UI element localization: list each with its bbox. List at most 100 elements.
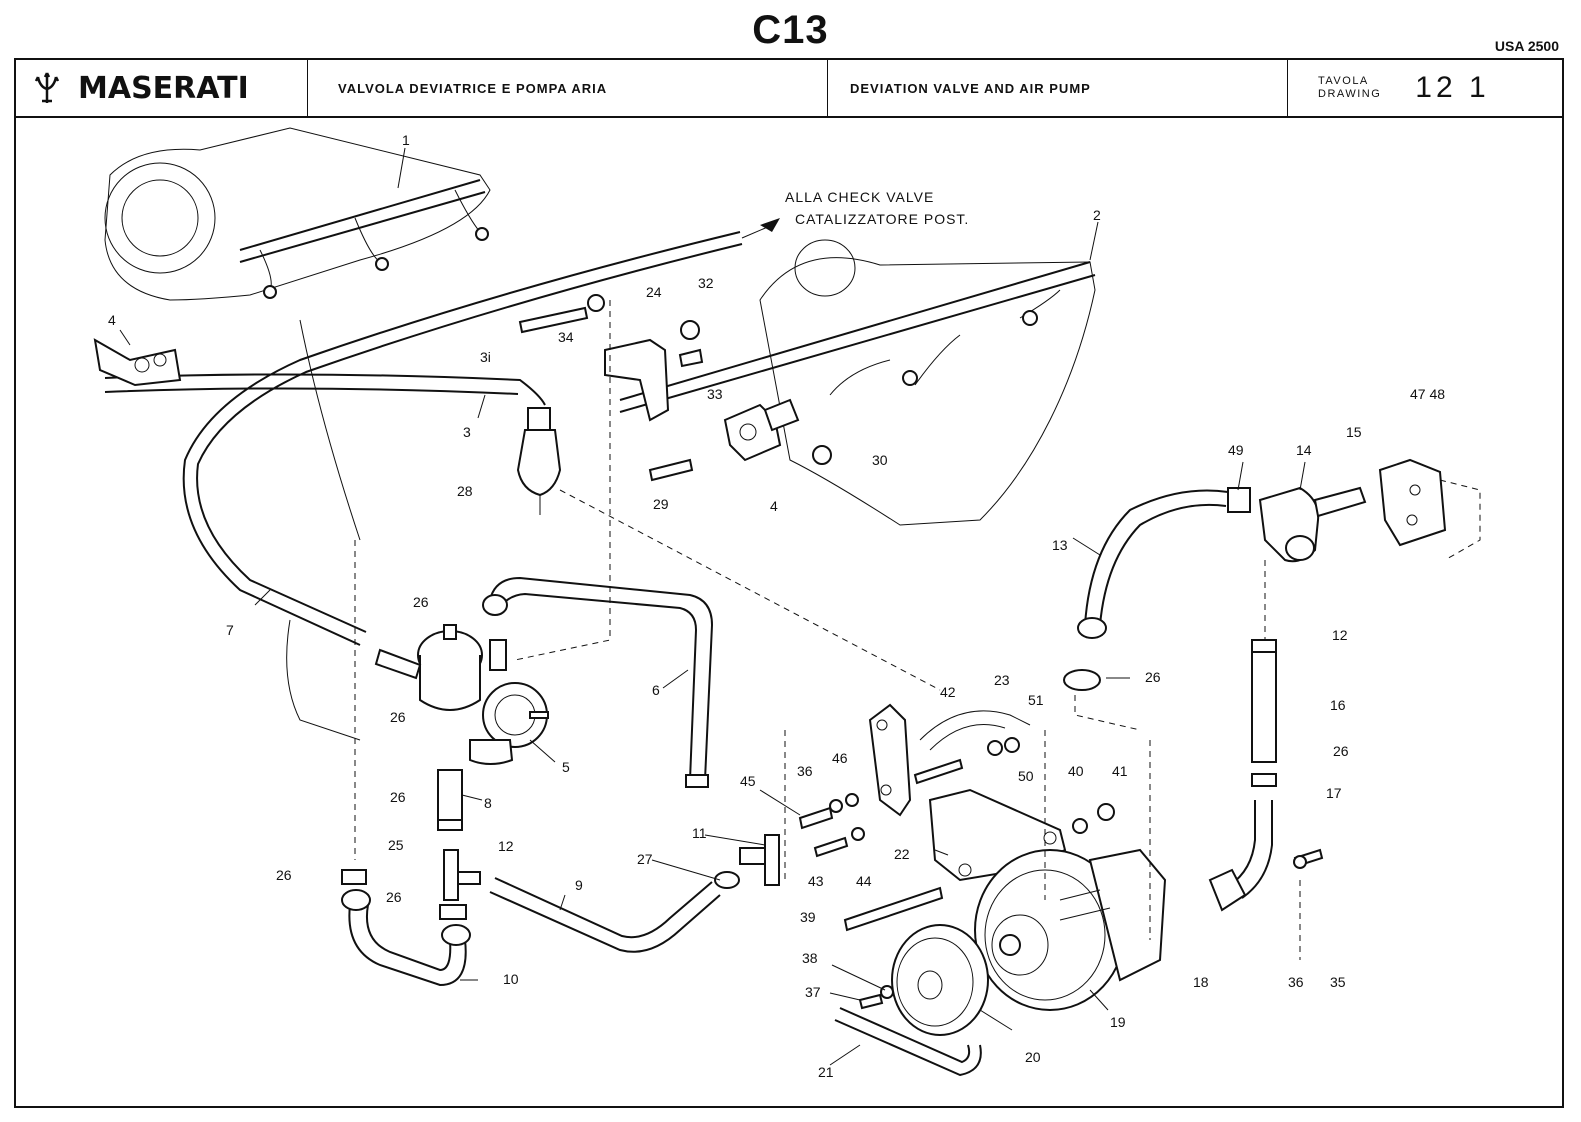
callout-19: 19 (1110, 1014, 1126, 1030)
callout-21: 21 (818, 1064, 834, 1080)
tavola-label: TAVOLA (1318, 75, 1369, 87)
trident-logo-icon (34, 72, 60, 103)
callout-12-right: 12 (1332, 627, 1348, 643)
tee-fitting-11 (714, 834, 780, 889)
callout-25: 25 (388, 837, 404, 853)
note-catalyst: CATALIZZATORE POST. (795, 211, 969, 227)
engine-outline (104, 127, 1096, 741)
callout-33: 33 (707, 386, 723, 402)
title-english: DEVIATION VALVE AND AIR PUMP (828, 60, 1288, 116)
hose-10 (348, 904, 467, 987)
drawing-labels: TAVOLA DRAWING (1318, 75, 1381, 101)
callout-26-f: 26 (1145, 669, 1161, 685)
callout-15: 15 (1346, 424, 1362, 440)
callout-4-right: 4 (770, 498, 778, 514)
diagram-frame (14, 118, 1564, 1108)
bracket-24 (518, 294, 704, 482)
callout-27: 27 (637, 851, 653, 867)
callout-3: 3 (463, 424, 471, 440)
belt-21 (834, 1007, 982, 1077)
callout-20: 20 (1025, 1049, 1041, 1065)
callout-18: 18 (1193, 974, 1209, 990)
brand-cell: MASERATI (16, 60, 308, 116)
callout-28: 28 (457, 483, 473, 499)
callout-6: 6 (652, 682, 660, 698)
bolts (798, 737, 1115, 1010)
callout-40: 40 (1068, 763, 1084, 779)
callout-12-left: 12 (498, 838, 514, 854)
callout-26-a: 26 (413, 594, 429, 610)
callout-10: 10 (503, 971, 519, 987)
callout-35: 35 (1330, 974, 1346, 990)
drawing-label: DRAWING (1318, 88, 1382, 100)
callout-47-48: 47 48 (1410, 386, 1445, 402)
callout-39: 39 (800, 909, 816, 925)
callout-5: 5 (562, 759, 570, 775)
market-code: USA 2500 (1494, 38, 1559, 54)
hose-7 (182, 218, 780, 646)
callout-26-g: 26 (1333, 743, 1349, 759)
callouts: 1 2 3 4 3i 34 24 32 33 28 29 4 30 7 26 6… (108, 132, 1445, 1080)
callout-17: 17 (1326, 785, 1342, 801)
hose-8 (437, 769, 481, 901)
bracket-15 (1378, 458, 1481, 561)
callout-4-left: 4 (108, 312, 116, 328)
callout-9: 9 (575, 877, 583, 893)
callout-14: 14 (1296, 442, 1312, 458)
deviation-valve-5 (374, 624, 549, 765)
drawing-cell: TAVOLA DRAWING 12 1 (1288, 60, 1562, 116)
callout-37: 37 (805, 984, 821, 1000)
callout-32: 32 (698, 275, 714, 291)
callout-38: 38 (802, 950, 818, 966)
callout-51: 51 (1028, 692, 1044, 708)
callout-22: 22 (894, 846, 910, 862)
callout-29: 29 (653, 496, 669, 512)
air-pump-19 (974, 848, 1167, 1011)
callout-8: 8 (484, 795, 492, 811)
callout-26-b: 26 (390, 709, 406, 725)
callout-23: 23 (994, 672, 1010, 688)
callout-24: 24 (646, 284, 662, 300)
callout-41: 41 (1112, 763, 1128, 779)
callout-16: 16 (1330, 697, 1346, 713)
callout-42: 42 (940, 684, 956, 700)
callout-49: 49 (1228, 442, 1244, 458)
title-block: MASERATI VALVOLA DEVIATRICE E POMPA ARIA… (14, 58, 1564, 118)
callout-50: 50 (1018, 768, 1034, 784)
callout-26-d: 26 (276, 867, 292, 883)
callout-36-a: 36 (797, 763, 813, 779)
callout-34: 34 (558, 329, 574, 345)
callout-43: 43 (808, 873, 824, 889)
bracket-4-left (93, 338, 182, 387)
callout-2: 2 (1093, 207, 1101, 223)
check-valve-28 (516, 407, 562, 515)
brand-name: MASERATI (78, 70, 249, 106)
callout-leaders (119, 147, 1306, 1066)
callout-30: 30 (872, 452, 888, 468)
assembly-leaders (354, 300, 1301, 960)
pulley-20 (891, 924, 989, 1036)
hose-3 (104, 373, 546, 406)
hose-16 (1208, 639, 1324, 912)
hose-13 (1063, 486, 1367, 691)
callout-11: 11 (692, 825, 707, 841)
callout-3i: 3i (480, 349, 491, 365)
callout-44: 44 (856, 873, 872, 889)
callout-7: 7 (226, 622, 234, 638)
drawing-number: 12 1 (1415, 71, 1490, 104)
title-italian: VALVOLA DEVIATRICE E POMPA ARIA (308, 60, 828, 116)
air-rails (239, 179, 1096, 413)
note-check-valve: ALLA CHECK VALVE (785, 189, 934, 205)
callout-1: 1 (402, 132, 410, 148)
flange-4-right (723, 398, 832, 465)
callout-36-b: 36 (1288, 974, 1304, 990)
callout-26-c: 26 (390, 789, 406, 805)
callout-45: 45 (740, 773, 756, 789)
callout-13: 13 (1052, 537, 1068, 553)
hose-6 (489, 576, 714, 781)
page-code: C13 (752, 8, 829, 52)
callout-26-e: 26 (386, 889, 402, 905)
callout-46: 46 (832, 750, 848, 766)
hose-9 (489, 877, 721, 953)
